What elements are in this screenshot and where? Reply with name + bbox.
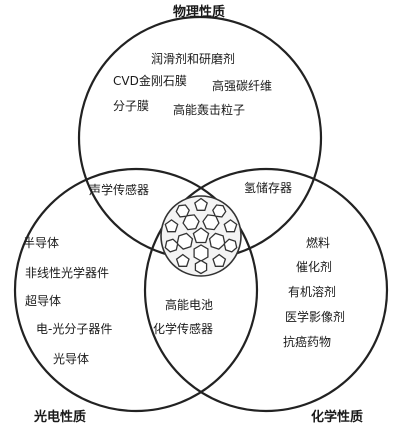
item-organic-solvent: 有机溶剂 <box>288 285 337 299</box>
overlap-chemical-sensor: 化学传感器 <box>153 322 214 336</box>
chemical-properties-circle <box>143 167 389 413</box>
item-nonlinear-optical-device: 非线性光学器件 <box>25 266 110 280</box>
item-high-energy-particles: 高能轰击粒子 <box>173 103 246 117</box>
item-lubricants-abrasives: 润滑剂和研磨剂 <box>151 52 236 66</box>
item-electro-optic-molecular-device: 电-光分子器件 <box>36 322 113 336</box>
fullerene-c60-molecule-icon <box>160 195 242 277</box>
item-high-strength-carbon-fiber: 高强碳纤维 <box>212 79 273 93</box>
item-medical-imaging-agent: 医学影像剂 <box>285 310 346 324</box>
overlap-hydrogen-storage: 氢储存器 <box>244 181 293 195</box>
item-cvd-diamond-film: CVD金刚石膜 <box>113 74 187 88</box>
optoelectronic-properties-circle <box>13 167 259 413</box>
item-superconductor: 超导体 <box>25 294 62 308</box>
item-fuel: 燃料 <box>306 236 331 250</box>
item-anticancer-drugs: 抗癌药物 <box>283 335 332 349</box>
optoelectronic-properties-title: 光电性质 <box>34 410 87 425</box>
item-catalyst: 催化剂 <box>296 260 333 274</box>
physical-properties-title: 物理性质 <box>173 5 226 20</box>
chemical-properties-title: 化学性质 <box>311 410 364 425</box>
overlap-high-energy-battery: 高能电池 <box>165 298 214 312</box>
item-molecular-film: 分子膜 <box>113 99 150 113</box>
item-photoconductor: 光导体 <box>53 352 90 366</box>
overlap-acoustic-sensor: 声学传感器 <box>89 183 150 197</box>
item-semiconductor: 半导体 <box>23 236 60 250</box>
